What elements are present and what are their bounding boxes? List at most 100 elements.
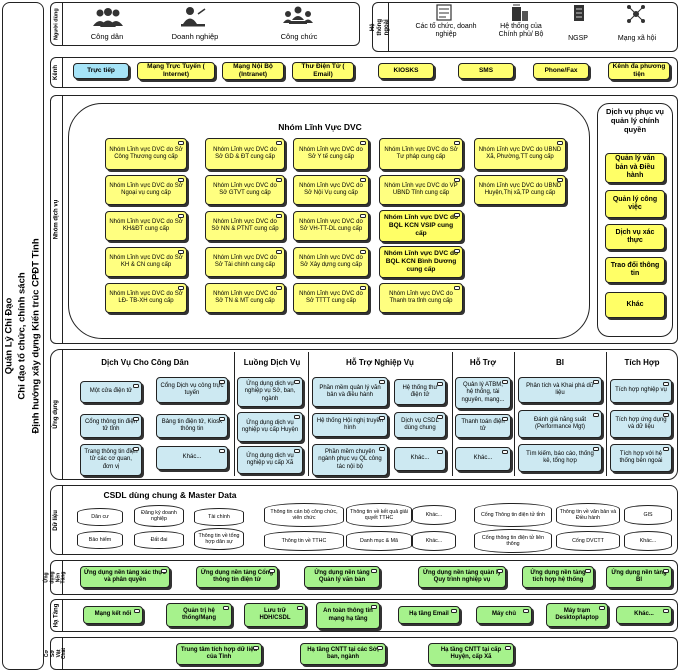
app-item[interactable]: Khác... — [156, 446, 228, 470]
expand-icon[interactable] — [585, 569, 591, 573]
app-item[interactable]: Phân tích và Khai phá dữ liệu — [518, 377, 602, 403]
channel-sms[interactable]: SMS — [458, 63, 514, 79]
expand-icon[interactable] — [502, 380, 508, 384]
db-cylinder[interactable]: Đất đai — [134, 531, 184, 549]
app-item[interactable]: Hệ thống thư điện tử — [394, 379, 446, 405]
facility-item[interactable]: Trung tâm tích hợp dữ liệu của Tỉnh — [176, 643, 262, 665]
infra-item[interactable]: Khác... — [616, 606, 672, 624]
dvc-box[interactable]: Nhóm Lĩnh vực DVC do Thanh tra tỉnh cung… — [379, 283, 463, 313]
expand-icon[interactable] — [294, 449, 300, 453]
expand-icon[interactable] — [593, 380, 599, 384]
db-cylinder[interactable]: Khác... — [624, 531, 672, 551]
expand-icon[interactable] — [294, 415, 300, 419]
db-cylinder[interactable]: Dân cư — [77, 508, 123, 526]
dvc-box[interactable]: Nhóm Lĩnh vực DVC do VP UBND Tỉnh cung c… — [379, 175, 463, 205]
expand-icon[interactable] — [276, 141, 282, 145]
app-item[interactable]: Hệ thống Hội nghị truyền hình — [312, 413, 388, 437]
expand-icon[interactable] — [276, 178, 282, 182]
expand-icon[interactable] — [276, 214, 282, 218]
db-cylinder[interactable]: Cổng thông tin điện tử liên thông — [474, 529, 552, 553]
dvc-box[interactable]: Nhóm Lĩnh vực DVC do Sở LĐ- TB-XH cung c… — [105, 283, 187, 313]
expand-icon[interactable] — [454, 286, 460, 290]
expand-icon[interactable] — [219, 449, 225, 453]
expand-icon[interactable] — [502, 417, 508, 421]
expand-icon[interactable] — [523, 609, 529, 613]
channel-intranet[interactable]: Mạng Nội Bộ (Intranet) — [222, 62, 284, 80]
expand-icon[interactable] — [454, 178, 460, 182]
dvc-box[interactable]: Nhóm Lĩnh vực DVC do Sở KH & CN cung cấp — [105, 247, 187, 277]
expand-icon[interactable] — [437, 382, 443, 386]
expand-icon[interactable] — [178, 141, 184, 145]
db-cylinder[interactable]: Bảo hiểm — [77, 531, 123, 549]
expand-icon[interactable] — [377, 646, 383, 650]
expand-icon[interactable] — [663, 569, 669, 573]
dvc-box[interactable]: Nhóm Lĩnh vực DVC do BQL KCN VSIP cung c… — [379, 210, 463, 242]
expand-icon[interactable] — [379, 416, 385, 420]
app-item[interactable]: Trang thông tin điện tử các cơ quan, đơn… — [80, 444, 142, 476]
external-gov-systems[interactable]: Hệ thống của Chính phủ/ Bộ — [498, 23, 544, 39]
expand-icon[interactable] — [253, 646, 259, 650]
expand-icon[interactable] — [294, 380, 300, 384]
platform-item[interactable]: Ứng dụng nền tảng tích hợp hệ thống — [522, 566, 594, 588]
expand-icon[interactable] — [663, 609, 669, 613]
expand-icon[interactable] — [593, 413, 599, 417]
app-item[interactable]: Dịch vụ CSDL dùng chung — [394, 412, 446, 438]
app-item[interactable]: Tích hợp nghiệp vụ — [610, 379, 672, 403]
db-cylinder[interactable]: Thông tin về văn bản và Điều hành — [556, 503, 620, 527]
user-business[interactable]: Doanh nghiệp — [171, 32, 219, 41]
expand-icon[interactable] — [454, 249, 460, 253]
expand-icon[interactable] — [502, 450, 508, 454]
external-ngsp[interactable]: NGSP — [568, 35, 588, 42]
app-item[interactable]: Một cửa điện tử — [80, 381, 142, 403]
expand-icon[interactable] — [663, 413, 669, 417]
db-cylinder[interactable]: Cổng DVCTT — [556, 531, 620, 551]
platform-item[interactable]: Ứng dụng nền tảng Quản lý văn bản — [304, 566, 380, 588]
app-item[interactable]: Ứng dụng dịch vụ nghiệp vụ cấp Xã — [237, 446, 303, 474]
facility-item[interactable]: Hạ tầng CNTT tại các Sở, ban, ngành — [300, 643, 386, 665]
infra-item[interactable]: Mạng kết nối — [83, 606, 143, 624]
dvc-box[interactable]: Nhóm Lĩnh vực DVC do Sở GD & ĐT cung cấp — [205, 138, 285, 170]
infra-item[interactable]: Máy chủ — [476, 606, 532, 624]
expand-icon[interactable] — [454, 213, 460, 217]
expand-icon[interactable] — [360, 250, 366, 254]
dvc-box[interactable]: Nhóm Lĩnh vực DVC do Sở Nội Vụ cung cấp — [293, 175, 369, 205]
dvc-box[interactable]: Nhóm Lĩnh vực DVC do Sở TTTT cung cấp — [293, 283, 369, 313]
channel-kiosks[interactable]: KIOSKS — [378, 63, 434, 79]
expand-icon[interactable] — [360, 178, 366, 182]
channel-phone-fax[interactable]: Phone/Fax — [533, 63, 589, 79]
gov-item[interactable]: Trao đổi thông tin — [605, 257, 665, 283]
expand-icon[interactable] — [223, 606, 229, 610]
channel-multimedia[interactable]: Kênh đa phương tiện — [608, 62, 670, 80]
db-cylinder[interactable]: Khác... — [412, 505, 456, 525]
dvc-box[interactable]: Nhóm Lĩnh vực DVC do Sở Ngoại vụ cung cấ… — [105, 175, 187, 205]
infra-item[interactable]: Máy trạm Desktop/laptop — [546, 603, 608, 627]
db-cylinder[interactable]: Thông tin về kết quả giải quyết TTHC — [346, 503, 412, 527]
gov-item[interactable]: Dịch vụ xác thực — [605, 224, 665, 250]
db-cylinder[interactable]: Đăng ký doanh nghiệp — [134, 505, 184, 527]
channel-email[interactable]: Thư Điện Tử ( Email) — [292, 62, 354, 80]
user-official[interactable]: Công chức — [280, 32, 318, 41]
channel-internet[interactable]: Mạng Trực Tuyến ( Internet) — [137, 62, 215, 80]
expand-icon[interactable] — [663, 382, 669, 386]
dvc-box[interactable]: Nhóm Lĩnh vực DVC do Sở Xây dựng cung cấ… — [293, 247, 369, 277]
expand-icon[interactable] — [599, 606, 605, 610]
gov-item[interactable]: Khác — [605, 292, 665, 318]
dvc-box[interactable]: Nhóm Lĩnh vực DVC do Sở Công Thương cung… — [105, 138, 187, 170]
app-item[interactable]: Bảng tin điện tử, Kiosk thông tin — [156, 414, 228, 438]
app-item[interactable]: Phần mềm chuyên ngành phục vụ QL công tá… — [312, 444, 388, 476]
dvc-box[interactable]: Nhóm Lĩnh vực DVC do Sở TN & MT cung cấp — [205, 283, 285, 313]
db-cylinder[interactable]: Cổng Thông tin điện tử tỉnh — [474, 503, 552, 527]
expand-icon[interactable] — [297, 606, 303, 610]
db-cylinder[interactable]: Thông tin cán bộ công chức, viên chức — [264, 503, 344, 527]
infra-item[interactable]: Hạ tầng Email — [398, 606, 460, 624]
infra-item[interactable]: Quản trị hệ thống/Mạng — [166, 603, 232, 627]
dvc-box[interactable]: Nhóm Lĩnh vực DVC do Sở VH-TT-DL cung cấ… — [293, 211, 369, 241]
db-cylinder[interactable]: GIS — [624, 505, 672, 525]
expand-icon[interactable] — [437, 415, 443, 419]
app-item[interactable]: Khác... — [394, 447, 446, 471]
dvc-box[interactable]: Nhóm Lĩnh vực DVC do Sở Y tế cung cấp — [293, 138, 369, 170]
app-item[interactable]: Ứng dụng dịch vụ nghiệp vụ cấp Huyện — [237, 412, 303, 442]
dvc-box[interactable]: Nhóm Lĩnh vực DVC do UBND Xã, Phường,TT … — [474, 138, 566, 170]
dvc-box[interactable]: Nhóm Lĩnh vực DVC do Sở KH&ĐT cung cấp — [105, 211, 187, 241]
expand-icon[interactable] — [360, 141, 366, 145]
